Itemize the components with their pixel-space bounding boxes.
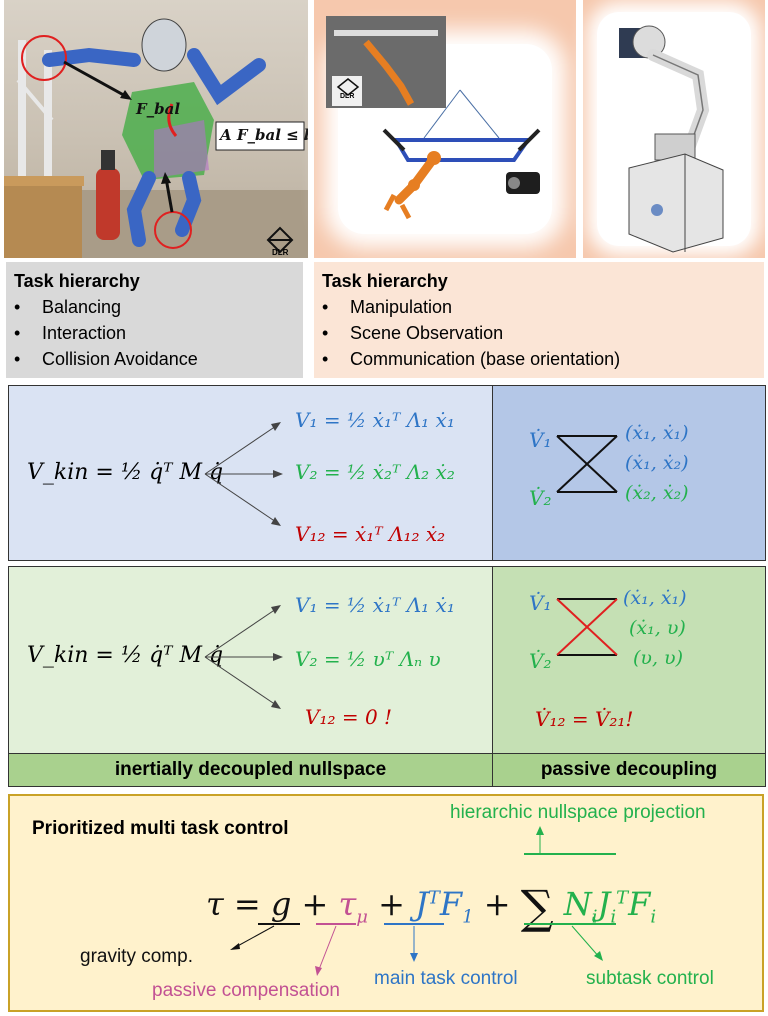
task2-power: V̇₂ [529,486,552,510]
balance-constraint-label: A F_bal ≤ b [220,126,308,144]
kinetic-energy-equation: V_kin = ½ q̇ᵀ M q̇ [27,460,224,485]
subtask-control-annotation: subtask control [586,968,714,989]
force-balance-label: F_bal [136,100,181,118]
power-exchange-cross [556,598,618,656]
dlr-logo-small-icon [336,78,360,96]
pair-x1-x2-text: (ẋ₁, ẋ₂) [625,452,689,474]
task2-energy-equation: V₂ = ½ ẋ₂ᵀ Λ₂ ẋ₂ [295,460,455,484]
task-item-manipulation: •Manipulation [322,297,453,317]
lab-inset-photo: DLR [326,16,446,108]
dlr-logo-small-text: DLR [340,93,355,100]
nullspace-energy-equation: V₂ = ½ υᵀ Λₙ υ [295,647,441,671]
decoupled-energy-panel: V_kin = ½ q̇ᵀ M q̇ V₁ = ½ ẋ₁ᵀ Λ₁ ẋ₁ V₂ =… [8,566,493,754]
task-item-communication: •Communication (base orientation) [322,349,621,369]
manipulation-photo-panel: DLR [314,0,576,258]
inertially-decoupled-label: inertially decoupled nullspace [8,753,493,787]
dlr-logo: DLR [264,226,296,257]
zero-coupling-equation: V₁₂ = 0 ! [305,705,393,729]
control-title: Prioritized multi task control [32,818,289,839]
task1-power: V̇₁ [529,428,552,452]
nullspace-projection-annotation: hierarchic nullspace projection [450,802,706,823]
task2-power: V̇₂ [529,649,552,673]
task-item-balancing: •Balancing [14,297,122,317]
dlr-logo-text: DLR [272,248,289,257]
control-law-equation: τ = g + τμ + JTF1 + ∑ NiJiTFi [206,880,657,934]
dlr-logo-icon [266,226,294,254]
kinetic-energy-equation: V_kin = ½ q̇ᵀ M q̇ [27,643,224,668]
humanoid-robot-photo: A F_bal ≤ b F_bal DLR [4,0,308,258]
passive-power-panel: V̇₁ V̇₂ (ẋ₁, ẋ₁) (ẋ₁, υ) (υ, υ) V̇₁₂ = V… [492,566,766,754]
pair-x1-x1: (ẋ₁, ẋ₁) [625,422,689,444]
space-robot-photo-panel [583,0,765,258]
control-annotation-arrows [230,826,616,976]
task-hierarchy-title: Task hierarchy [14,271,140,291]
pair-v-v: (υ, υ) [633,647,684,669]
coupling-energy-equation: V₁₂ = ẋ₁ᵀ Λ₁₂ ẋ₂ [295,522,446,546]
power-symmetry-equation: V̇₁₂ = V̇₂₁! [535,707,634,731]
passive-compensation-annotation: passive compensation [152,980,340,1001]
gravity-compensation-annotation: gravity comp. [80,946,193,967]
coupled-power-panel: V̇₁ V̇₂ (ẋ₁, ẋ₁) (ẋ₁, ẋ₂) (ẋ₂, ẋ₂) [492,385,766,561]
space-robot-illustration [619,25,724,253]
pair-x2-x2: (ẋ₂, ẋ₂) [625,482,689,504]
task-hierarchy-manipulator: Task hierarchy •Manipulation •Scene Obse… [314,262,764,378]
task1-power: V̇₁ [529,591,552,615]
passive-decoupling-label: passive decoupling [492,753,766,787]
task-item-collision-avoidance: •Collision Avoidance [14,349,198,369]
task-hierarchy-title: Task hierarchy [322,271,448,291]
energy-split-arrows [204,422,283,526]
energy-split-arrows [204,605,283,709]
pair-x1-v: (ẋ₁, υ) [629,617,686,639]
task1-energy-equation: V₁ = ½ ẋ₁ᵀ Λ₁ ẋ₁ [295,408,455,432]
prioritized-control-panel: Prioritized multi task control hierarchi… [8,794,764,1012]
task-item-scene-observation: •Scene Observation [322,323,504,343]
lab-inset-illustration [326,16,446,108]
robot-arm-diagram [382,89,541,220]
pair-x1-x1: (ẋ₁, ẋ₁) [623,587,687,609]
power-exchange-cross [556,435,618,493]
main-task-annotation: main task control [374,968,518,989]
task1-energy-equation: V₁ = ½ ẋ₁ᵀ Λ₁ ẋ₁ [295,593,455,617]
task-hierarchy-humanoid: Task hierarchy •Balancing •Interaction •… [6,262,303,378]
task-item-interaction: •Interaction [14,323,127,343]
humanoid-robot-illustration [4,18,308,258]
dlr-logo-small: DLR [336,78,360,102]
pair-x1-x2: (ẋ₁, ẋ₂) [625,452,689,474]
coupled-energy-panel: V_kin = ½ q̇ᵀ M q̇ V₁ = ½ ẋ₁ᵀ Λ₁ ẋ₁ V₂ =… [8,385,493,561]
